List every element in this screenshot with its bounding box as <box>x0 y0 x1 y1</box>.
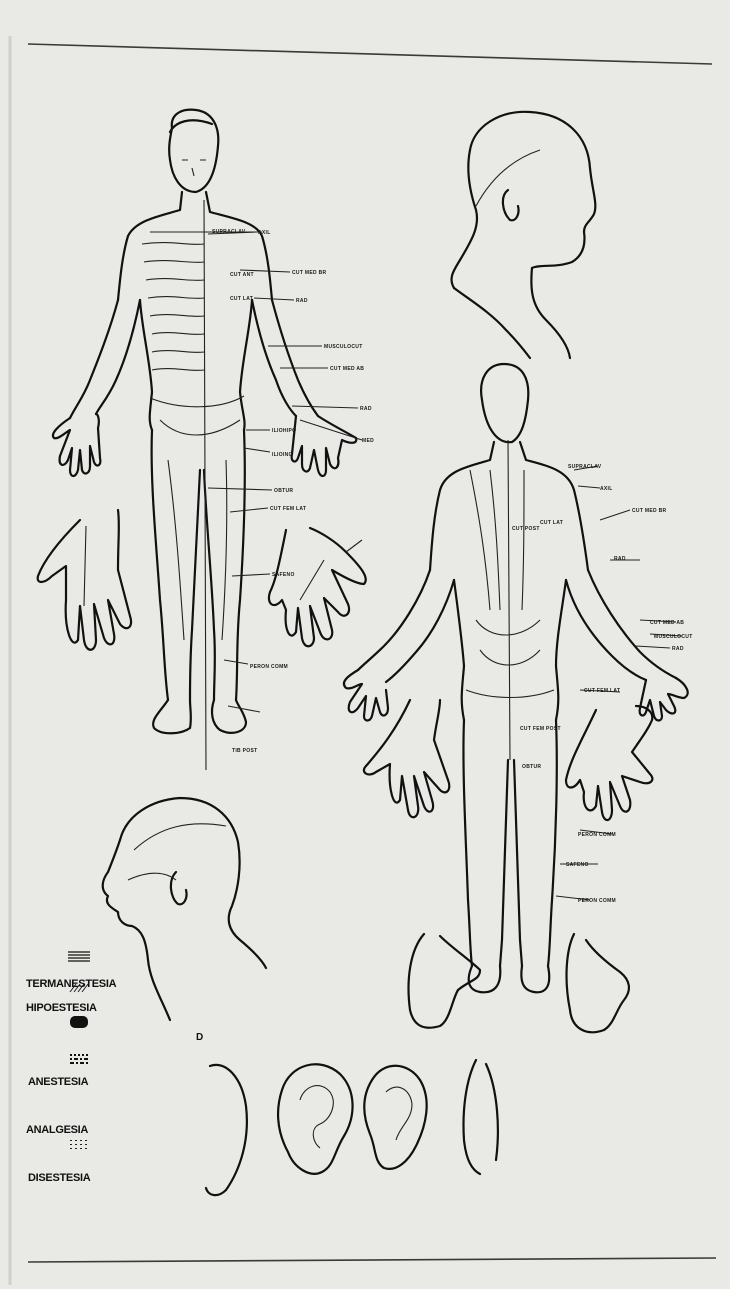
label-cut-med-br: CUT MED BR <box>632 508 666 514</box>
label-rad: RAD <box>614 556 626 562</box>
side-head-top <box>452 112 596 358</box>
label-cut-fem-lat: CUT FEM LAT <box>584 688 620 694</box>
back-right-hand-detail <box>566 706 652 820</box>
label-obtur: OBTUR <box>522 764 541 770</box>
label-cut-post: CUT POST <box>512 526 540 532</box>
label-obtur: OBTUR <box>274 488 293 494</box>
label-musculocut: MUSCULOCUT <box>654 634 693 640</box>
front-right-hand-detail <box>269 528 366 646</box>
swatch-solid-black <box>70 1016 88 1028</box>
top-rule <box>28 44 712 64</box>
legend-label-analgesia: ANALGESIA <box>26 1124 88 1136</box>
label-musculocut: MUSCULOCUT <box>324 344 363 350</box>
label-tib-post: TIB POST <box>232 748 257 754</box>
label-ilioing: ILIOING <box>272 452 293 458</box>
swatch-horizontal-lines <box>68 952 90 961</box>
label-axil: AXIL <box>600 486 613 492</box>
front-body-figure <box>53 110 362 770</box>
swatch-dense-dots <box>70 1054 88 1064</box>
label-med: MED <box>362 438 374 444</box>
foot-details <box>409 934 629 1032</box>
legend-label-hipoestesia: HIPOESTESIA <box>26 1002 97 1014</box>
label-cut-ant: CUT ANT <box>230 272 254 278</box>
label-cut-med-ab: CUT MED AB <box>650 620 684 626</box>
label-rad: RAD <box>360 406 372 412</box>
swatch-sparse-dots <box>70 1140 87 1149</box>
label-supraclav: SUPRACLAV <box>568 464 602 470</box>
label-rad: RAD <box>672 646 684 652</box>
front-left-hand-detail <box>38 510 131 650</box>
label-safeno: SAFENO <box>566 862 589 868</box>
label-axil: AXIL <box>258 230 271 236</box>
panel-letter: D <box>196 1032 203 1043</box>
label-cut-fem-post: CUT FEM POST <box>520 726 561 732</box>
label-supraclav: SUPRACLAV <box>212 229 246 235</box>
label-peron-comm: PERON COMM <box>250 664 288 670</box>
back-body-figure <box>344 364 688 992</box>
label-peron-comm: PERON COMM <box>578 832 616 838</box>
label-cut-lat: CUT LAT <box>540 520 563 526</box>
legend-label-termanestesia: TERMANESTESIA <box>26 978 116 990</box>
bottom-rule <box>28 1258 716 1262</box>
ear-outlines <box>206 1060 498 1195</box>
back-nerve-labels: SUPRACLAV AXIL CUT MED BR RAD CUT POST C… <box>512 464 693 904</box>
label-rad: RAD <box>296 298 308 304</box>
label-cut-lat: CUT LAT <box>230 296 253 302</box>
label-iliohipo: ILIOHIPO <box>272 428 296 434</box>
label-peron-comm: PERON COMM <box>578 898 616 904</box>
label-cut-med-ab: CUT MED AB <box>330 366 364 372</box>
side-head-bottom <box>103 798 266 1020</box>
legend-label-disestesia: DISESTESIA <box>28 1172 90 1184</box>
legend-label-anestesia: ANESTESIA <box>28 1076 88 1088</box>
back-left-hand-detail <box>364 700 449 817</box>
label-cut-fem-lat: CUT FEM LAT <box>270 506 306 512</box>
label-cut-med-br: CUT MED BR <box>292 270 326 276</box>
